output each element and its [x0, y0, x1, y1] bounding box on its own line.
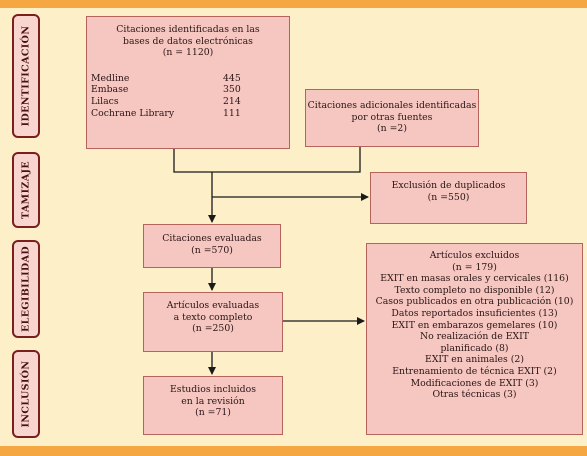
included-studies-box: Estudios incluidos en la revisión (n =71…: [143, 376, 283, 435]
bottom-band: [0, 446, 587, 456]
box-text-line: por otras fuentes: [351, 111, 433, 123]
merge-connector: [173, 147, 361, 173]
box-text-line: (n = 179): [452, 261, 497, 273]
excluded-articles-box: Artículos excluidos (n = 179) EXIT en ma…: [366, 243, 583, 435]
box-text-line: a texto completo: [173, 311, 253, 323]
box-text-line: Casos publicados en otra publicación (10…: [375, 296, 574, 308]
box-text-line: Modificaciones de EXIT (3): [410, 377, 539, 389]
top-band: [0, 0, 587, 8]
box-text-line: (n =250): [192, 323, 234, 335]
database-row: Cochrane Library 111: [91, 108, 289, 120]
box-text-line: No realización de EXIT: [420, 331, 529, 343]
box-text-line: EXIT en embarazos gemelares (10): [391, 319, 558, 331]
box-text-line: planificado (8): [440, 342, 509, 354]
identified-records-box: Citaciones identificadas en las bases de…: [86, 16, 290, 149]
database-name: Cochrane Library: [91, 107, 175, 119]
database-name: Medline: [91, 72, 130, 84]
stage-elegibilidad: ELEGIBILIDAD: [12, 240, 40, 338]
fulltext-assessed-box: Artículos evaluadas a texto completo (n …: [143, 292, 283, 352]
box-text-line: Datos reportados insuficientes (13): [391, 307, 558, 319]
box-text-line: (n = 1120): [162, 47, 214, 59]
database-name: Lilacs: [91, 95, 119, 107]
database-list: Medline 445 Embase 350 Lilacs 214 Cochra…: [87, 73, 289, 119]
database-row: Embase 350: [91, 84, 289, 96]
stage-identificacion: IDENTIFICACIÓN: [12, 14, 40, 138]
box-text-line: bases de datos electrónicas: [123, 35, 253, 47]
box-text-line: Entrenamiento de técnica EXIT (2): [392, 365, 557, 377]
box-text-line: (n =2): [377, 123, 407, 135]
box-text-line: (n =71): [195, 407, 231, 419]
box-text-line: Estudios incluidos: [170, 384, 256, 395]
database-count: 111: [223, 107, 241, 119]
box-text-line: Citaciones adicionales identificadas: [307, 100, 477, 111]
database-row: Medline 445: [91, 73, 289, 85]
database-row: Lilacs 214: [91, 96, 289, 108]
database-count: 214: [223, 95, 241, 107]
stage-tamizaje: TAMIZAJE: [12, 152, 40, 228]
stage-inclusion: INCLUSIÓN: [12, 350, 40, 438]
box-text-line: EXIT en animales (2): [425, 354, 524, 366]
box-text-line: Citaciones identificadas en las: [116, 24, 260, 35]
box-text-line: (n =570): [191, 244, 233, 256]
database-count: 350: [223, 84, 241, 96]
evaluated-records-box: Citaciones evaluadas (n =570): [143, 224, 281, 268]
duplicates-excluded-box: Exclusión de duplicados (n =550): [370, 172, 527, 224]
box-text-line: EXIT en masas orales y cervicales (116): [380, 273, 569, 285]
database-count: 445: [223, 72, 241, 84]
box-text-line: en la revisión: [181, 395, 245, 407]
box-text-line: (n =550): [427, 191, 470, 203]
box-text-line: Otras técnicas (3): [432, 389, 517, 401]
box-text-line: Exclusión de duplicados: [391, 180, 506, 191]
box-text-line: Texto completo no disponible (12): [394, 284, 555, 296]
box-text-line: Artículos excluidos: [429, 250, 520, 261]
additional-records-box: Citaciones adicionales identificadas por…: [305, 89, 479, 147]
database-name: Embase: [91, 84, 129, 96]
box-text-line: Citaciones evaluadas: [162, 233, 262, 244]
box-text-line: Artículos evaluadas: [166, 300, 260, 311]
